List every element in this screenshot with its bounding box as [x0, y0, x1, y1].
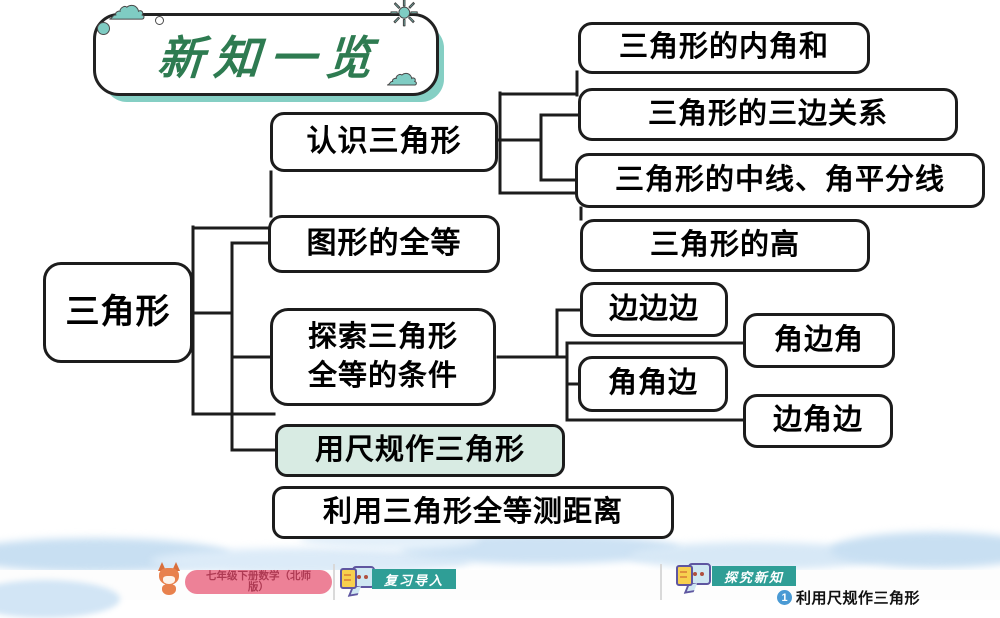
node-line: 全等的条件	[307, 360, 458, 392]
footer-divider	[333, 564, 335, 600]
speech-bubble-icon	[676, 562, 711, 594]
node-three-sides-relation: 三角形的三边关系	[578, 88, 958, 141]
node-measure-distance: 利用三角形全等测距离	[272, 486, 674, 539]
node-interior-angle-sum: 三角形的内角和	[578, 22, 870, 74]
node-understanding-triangles: 认识三角形	[270, 112, 498, 172]
connector-lines	[184, 70, 745, 452]
textbook-label: 七年级下册数学（北师 版）	[185, 570, 332, 594]
node-congruent-figures: 图形的全等	[268, 215, 500, 273]
node-line: 探索三角形	[307, 320, 458, 353]
cloud-band	[0, 526, 1000, 576]
node-median-bisector: 三角形的中线、角平分线	[575, 153, 985, 208]
node-asa: 角边角	[743, 313, 895, 368]
cloud-blob	[830, 532, 1000, 568]
textbook-label-line: 版）	[248, 581, 269, 593]
section-badge-review: 复习导入	[372, 569, 457, 589]
node-compass-construction-highlighted: 用尺规作三角形	[275, 424, 565, 477]
page-title: 新知一览	[155, 32, 384, 84]
node-sss: 边边边	[580, 282, 728, 337]
section-badge-explore: 探究新知	[712, 566, 797, 586]
cloud-blob	[0, 580, 120, 618]
textbook-label-line: 七年级下册数学（北师	[206, 570, 311, 582]
speech-bubble-icon	[340, 565, 375, 597]
footer-divider	[660, 564, 662, 600]
circled-number-icon: 1	[777, 590, 792, 605]
node-triangle-root: 三角形	[43, 262, 193, 363]
subtopic-title: 利用尺规作三角形	[796, 590, 921, 607]
subtopic-item: 1 利用尺规作三角形	[777, 587, 920, 608]
node-congruence-conditions: 探索三角形 全等的条件	[270, 308, 496, 406]
node-sas: 边角边	[743, 394, 893, 448]
fox-mascot-icon	[157, 562, 181, 596]
node-triangle-height: 三角形的高	[580, 219, 870, 272]
node-aas: 角角边	[578, 356, 728, 412]
title-badge: 新知一览	[93, 13, 439, 96]
